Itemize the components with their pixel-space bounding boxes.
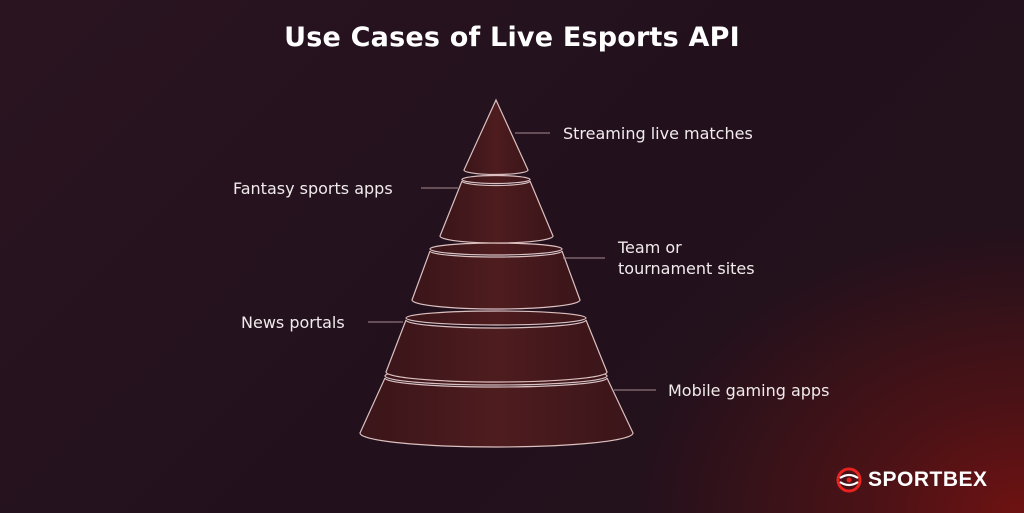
brand-name: SPORTBEX [868,468,988,491]
label-fantasy-sports-apps: Fantasy sports apps [233,179,393,198]
label-line-1: Team or [618,238,682,257]
pyramid-level-2 [439,174,554,244]
label-news-portals: News portals [241,313,345,332]
pyramid-level-1 [463,98,529,176]
label-line-2: tournament sites [618,259,755,278]
pyramid-level-4 [385,310,608,383]
label-team-or-tournament-sites: Team or tournament sites [618,237,755,279]
brand-logo: SPORTBEX [836,467,988,493]
page-title: Use Cases of Live Esports API [284,22,740,53]
label-streaming-live-matches: Streaming live matches [563,124,753,143]
label-mobile-gaming-apps: Mobile gaming apps [668,381,830,400]
pyramid-level-3 [411,242,581,310]
sportbex-ball-logo-icon [836,467,862,493]
